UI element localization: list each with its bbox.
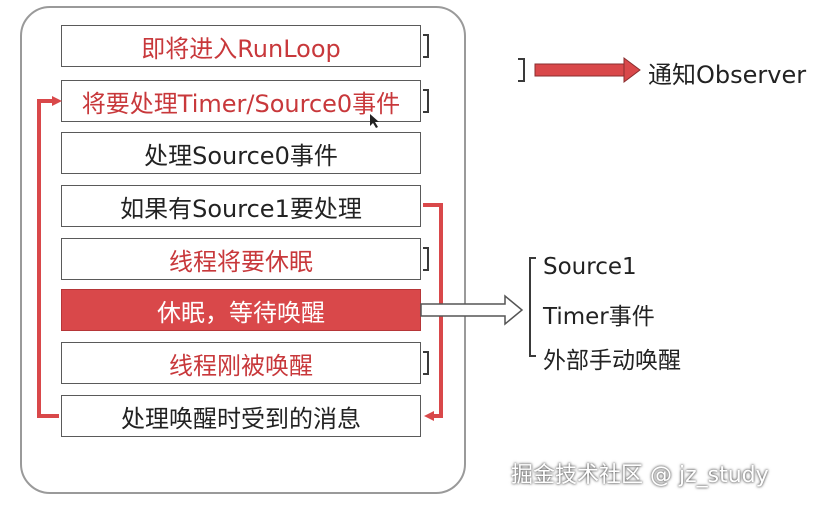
wake-source-source1: Source1	[543, 254, 637, 280]
step-before-sleep: 线程将要休眠	[61, 238, 421, 280]
step-before-timer-source0: 将要处理Timer/Source0事件	[61, 80, 421, 122]
step-enter-runloop: 即将进入RunLoop	[61, 25, 421, 67]
watermark: 掘金技术社区 @ jz_study	[511, 463, 769, 488]
step-check-source1: 如果有Source1要处理	[61, 185, 421, 227]
wake-sources-arrow	[420, 294, 524, 326]
legend-arrow-shaft	[534, 63, 626, 77]
step-handle-source0: 处理Source0事件	[61, 132, 421, 174]
wake-source-timer: Timer事件	[543, 304, 655, 330]
observer-bracket-before-sleep	[423, 247, 429, 271]
legend-arrow-head	[623, 57, 641, 83]
runloop-container	[20, 6, 466, 494]
legend-notify-observer: 通知Observer	[648, 61, 807, 89]
observer-bracket-after-wake	[423, 351, 429, 375]
observer-bracket-before-timer	[423, 89, 429, 113]
wake-sources-brace	[529, 257, 536, 357]
loop-back-arrow	[37, 96, 62, 418]
cursor-icon	[370, 114, 379, 128]
step-handle-wake-message: 处理唤醒时受到的消息	[61, 395, 421, 437]
legend-bracket	[518, 58, 525, 82]
observer-bracket-enter	[423, 34, 429, 58]
step-after-wake: 线程刚被唤醒	[61, 342, 421, 384]
wake-source-manual: 外部手动唤醒	[543, 348, 681, 374]
step-sleep-wait: 休眠，等待唤醒	[61, 289, 421, 331]
